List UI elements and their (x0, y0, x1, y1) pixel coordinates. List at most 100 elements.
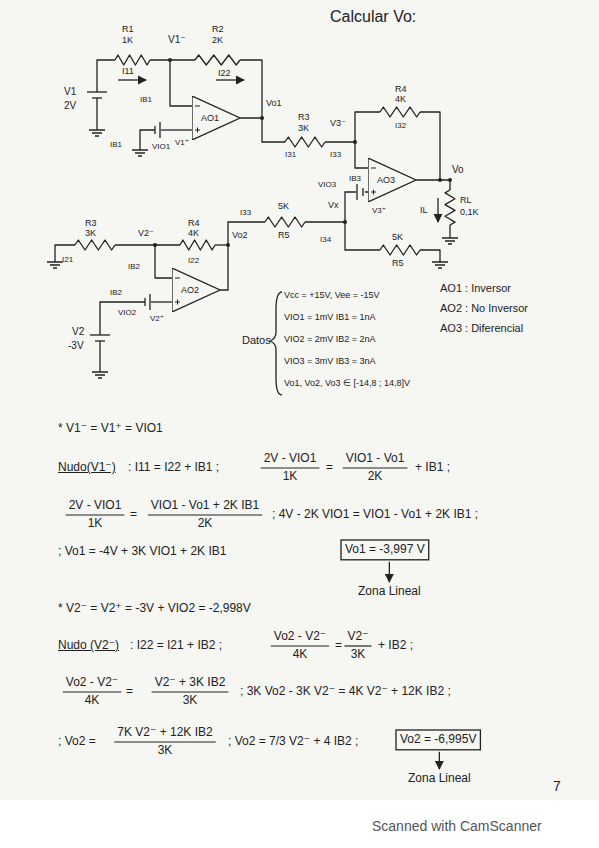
wire (345, 222, 380, 250)
op-amp-label: AO3 (368, 158, 395, 202)
equation-text: : I22 = I21 + IB2 ; (130, 639, 222, 653)
circuit-label: 3K (85, 228, 96, 238)
circuit-label: V1⁻ (168, 34, 186, 46)
fraction-bar (148, 514, 262, 515)
circuit-label: I32 (395, 121, 406, 130)
circuit-label: 2K (212, 35, 223, 45)
circuit-label: I11 (122, 66, 134, 76)
battery-symbol (87, 91, 107, 92)
equation-text: 2K (368, 470, 383, 484)
circuit-label: I22 (218, 68, 231, 78)
circuit-label: Vo1, Vo2, Vo3 ∈ [-14,8 ; 14,8]V (284, 378, 410, 388)
equation-text: Zona Lineal (408, 772, 471, 786)
equation-text: 3K (158, 744, 173, 758)
circuit-label: R5 (278, 230, 290, 240)
circuit-label: IB1 (110, 140, 122, 149)
wire (161, 129, 192, 130)
op-amp-body (172, 268, 220, 312)
ground-symbol (89, 130, 105, 136)
equation-text: ; 3K Vo2 - 3K V2⁻ = 4K V2⁻ + 12K IB2 ; (240, 685, 451, 699)
circuit-label: R3 (298, 112, 310, 122)
equation-text: 2V - VIO1 (69, 499, 122, 513)
resistor-symbol (380, 245, 420, 255)
circuit-label: IB2 (128, 262, 140, 271)
fraction-bar (271, 645, 329, 646)
equation-text: VIO1 - Vo1 + 2K IB1 (151, 499, 259, 513)
circuit-label: -3V (68, 340, 84, 352)
equation-text: 3K (351, 648, 366, 662)
equation-text: Vo1 = -3,997 V (345, 543, 425, 557)
circuit-label: 3K (298, 123, 309, 133)
circuit-label: R3 (85, 218, 97, 228)
paper-sheet (0, 0, 599, 800)
circuit-label: 4K (188, 228, 199, 238)
circuit-label: V2⁺ (150, 314, 164, 323)
circuit-label: Calcular Vo: (330, 8, 416, 26)
equation-text: 1K (88, 517, 103, 531)
circuit-label: Datos (242, 334, 271, 347)
input-sign (371, 168, 376, 195)
equation-text: 2K (198, 517, 213, 531)
op-amp: AO3 (368, 158, 416, 202)
circuit-label: V3⁺ (372, 206, 386, 215)
circuit-label: I34 (320, 235, 331, 244)
wire (97, 60, 115, 92)
current-arrow (216, 79, 244, 80)
circuit-label: IB1 (140, 95, 152, 104)
circuit-label: VIO3 (318, 180, 336, 189)
fraction-bar (344, 645, 371, 646)
circuit-label: R4 (188, 218, 200, 228)
wire (420, 250, 440, 262)
equation-text: 3K (183, 694, 198, 708)
equation-text: 7K V2⁻ + 12K IB2 (117, 726, 212, 740)
resistor-symbol (115, 55, 150, 65)
wire-connector (220, 192, 368, 290)
fraction-bar (152, 691, 229, 692)
equation-text: ; 4V - 2K VIO1 = VIO1 - Vo1 + 2K IB1 ; (272, 508, 478, 522)
ground-symbol (442, 238, 458, 244)
result-box (396, 730, 480, 750)
circuit-label: VIO3 = 3mV IB3 = 3nA (284, 356, 376, 366)
fraction-bar (114, 741, 215, 742)
junction-dot (438, 178, 442, 182)
circuit-label: RL (460, 195, 472, 205)
equation-text: ; Vo1 = -4V + 3K VIO1 + 2K IB1 (58, 545, 226, 559)
op-amp-label: AO2 (172, 268, 199, 312)
circuit-label: IL (420, 205, 428, 215)
input-sign (175, 278, 180, 305)
circuit-label: Vo1 (266, 98, 282, 108)
page-note: 7 (553, 778, 561, 794)
junction-dot (168, 58, 172, 62)
wire (100, 302, 145, 335)
circuit-label: R5 (392, 258, 404, 268)
equation-text: + IB2 ; (378, 639, 413, 653)
circuit-label: AO1 : Inversor (440, 282, 511, 295)
resistor-symbol (195, 55, 240, 65)
result-arrow (389, 562, 390, 582)
circuit-label: V2⁻ (138, 228, 154, 238)
equation-text: = (326, 461, 333, 475)
wire (170, 60, 192, 106)
fraction-bar (66, 514, 125, 515)
circuit-label: I33 (330, 150, 341, 159)
ground-symbol (432, 262, 448, 268)
wire (420, 112, 440, 180)
circuit-label: V1 (64, 86, 76, 98)
circuit-label: I33 (240, 208, 251, 217)
equation-text: * V1⁻ = V1⁺ = VIO1 (58, 422, 163, 436)
circuit-label: Vcc = +15V, Vee = -15V (284, 290, 380, 300)
fraction-bar (261, 467, 320, 468)
wire (99, 341, 100, 372)
result-box (341, 540, 429, 560)
circuit-label: VIO2 = 2mV IB2 = 2nA (284, 334, 376, 344)
equation-text: = (335, 639, 342, 653)
battery-symbol (159, 122, 160, 138)
wire (449, 225, 450, 238)
circuit-label: Vo (452, 164, 464, 176)
fraction-bar (343, 467, 408, 468)
equation-text: Vo2 - V2⁻ (274, 630, 326, 644)
resistor-symbol (180, 240, 215, 250)
op-amp: AO1 (192, 96, 240, 140)
ground-symbol (47, 262, 63, 268)
equation-text: * V2⁻ = V2⁺ = -3V + VIO2 = -2,998V (58, 602, 251, 616)
